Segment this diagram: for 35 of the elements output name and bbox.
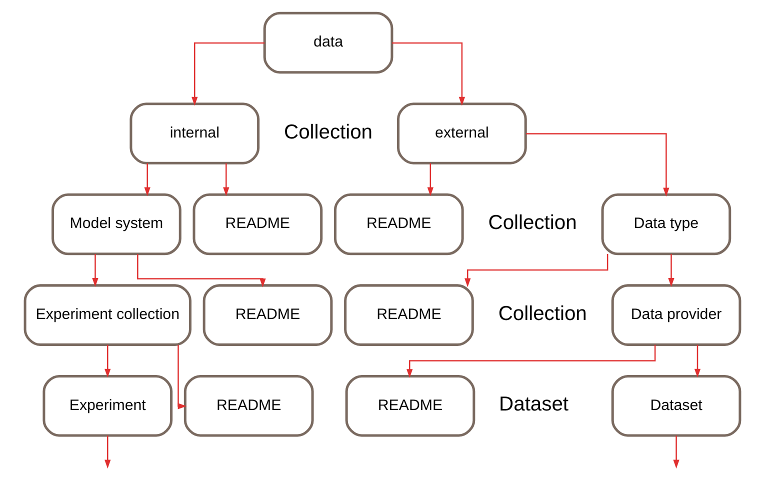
node-box: data: [263, 12, 394, 74]
node-box: Model system: [52, 193, 182, 256]
arrow: [694, 344, 701, 378]
arrow: [104, 436, 111, 469]
node-box: Experiment: [42, 374, 173, 437]
arrow: [104, 344, 111, 378]
node-box: Dataset: [611, 374, 742, 437]
arrow: [144, 163, 150, 196]
arrow: [137, 254, 266, 288]
arrow: [464, 254, 608, 288]
arrow: [668, 254, 674, 287]
label: Collection: [284, 121, 373, 144]
node-box: Data type: [601, 193, 732, 256]
arrow: [192, 42, 265, 106]
node-box: Experiment collection: [24, 284, 192, 346]
arrow: [673, 436, 680, 469]
node-box: Data provider: [611, 284, 742, 346]
node-box: README: [344, 284, 474, 346]
node-box: README: [192, 193, 323, 256]
arrow: [427, 163, 434, 196]
arrow: [178, 344, 187, 410]
node-box: README: [345, 374, 476, 437]
node-box: README: [334, 193, 464, 256]
node-box: external: [397, 102, 527, 164]
node-box: README: [184, 374, 314, 437]
node-box: internal: [130, 102, 260, 164]
label: Collection: [498, 302, 587, 325]
arrow: [526, 133, 670, 197]
node-box: README: [202, 284, 333, 346]
arrow: [92, 254, 98, 287]
arrow: [392, 42, 466, 106]
label: Dataset: [499, 394, 569, 416]
arrow: [406, 344, 656, 378]
arrow: [223, 163, 230, 196]
label: Collection: [488, 212, 577, 234]
